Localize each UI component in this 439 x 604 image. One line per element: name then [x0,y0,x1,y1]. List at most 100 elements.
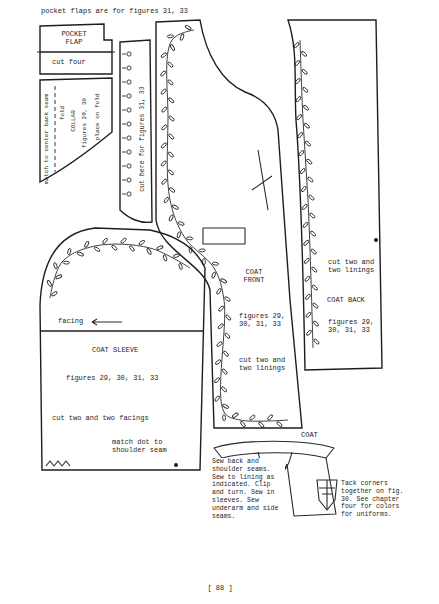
buttonhole-tick [122,166,126,167]
embroidery-leaf [160,70,166,77]
sketch-title: COAT [300,431,330,439]
embroidery-leaf [217,323,224,329]
embroidery-leaf [303,105,310,111]
embroidery-leaf [161,106,167,113]
buttonhole-mark [127,178,131,182]
embroidery-leaf [167,35,174,38]
piece-label: figures 29, 30, 31, 33 [66,374,176,382]
buttonhole-mark [127,66,131,70]
embroidery-leaf [167,61,173,68]
buttonhole-tick [122,124,126,125]
piece-label: facing [58,317,90,325]
embroidery-leaf [168,97,175,103]
embroidery-leaf [309,212,316,218]
embroidery-leaf [302,204,308,211]
pattern-piece: facingCOAT SLEEVE figures 29, 30, 31, 33 c… [36,224,210,474]
embroidery-leaf [313,338,320,344]
embroidery-leaf [168,151,174,158]
embroidery-leaf [161,142,168,148]
embroidery-leaf [276,421,283,427]
embroidery-leaf [77,251,84,256]
pattern-piece: COAT FRONTfigures 29, 30, 31, 33cut two … [152,16,306,432]
piece-label: figures 29, 30, 31, 33 [328,318,376,335]
embroidery-leaf [305,312,311,319]
piece-label: cut two and two linings [328,258,376,275]
embroidery-leaf [111,244,118,250]
embroidery-leaf [161,52,168,58]
tack-note: Tack corners together on fig. 30. See ch… [340,480,412,519]
cut-line [40,228,205,470]
embroidery-leaf [212,262,219,266]
embroidery-leaf [102,238,108,245]
embroidery-leaf [232,412,239,418]
buttonhole-mark [127,52,131,56]
piece-label: POCKET FLAP [56,30,92,47]
match-dot [374,238,378,242]
embroidery-leaf [308,194,315,200]
embroidery-leaf [305,294,311,301]
buttonhole-tick [122,68,126,69]
embroidery-leaf [51,291,58,297]
pattern-piece: cut two and two liningsCOAT BACKfigures … [284,16,386,374]
buttonhole-mark [127,80,131,84]
piece-label: figures 29, 30 [82,98,88,148]
embroidery-leaf [301,186,307,193]
embroidery-leaf [138,240,145,246]
embroidery-leaf [299,168,305,175]
buttonhole-mark [127,136,131,140]
sewing-instructions: Sew back and shoulder seams. Sew to lini… [211,458,285,520]
piece-label: cut four [52,58,108,66]
embroidery-leaf [84,241,90,248]
embroidery-leaf [63,261,69,264]
buttonhole-mark [127,122,131,126]
piece-label: cut two and two facings [52,414,162,422]
embroidery-leaf [170,44,176,51]
buttonhole-mark [127,150,131,154]
embroidery-leaf [258,422,265,428]
embroidery-leaf [310,248,317,254]
embroidery-leaf [53,262,58,269]
embroidery-vine [50,244,190,298]
pattern-piece: POCKET FLAP cut four [36,20,116,78]
embroidery-leaf [304,258,310,265]
embroidery-leaf [298,150,304,157]
embroidery-leaf [161,178,167,185]
embroidery-leaf [94,246,101,252]
embroidery-leaf [120,237,127,243]
embroidery-leaf [306,158,313,164]
embroidery-leaf [249,414,256,420]
embroidery-leaf [312,284,319,290]
piece-label: cut here for figures 31, 33 [140,86,147,191]
buttonhole-tick [122,82,126,83]
embroidery-leaf [222,403,229,409]
embroidery-leaf [156,245,163,250]
embroidery-leaf [267,414,273,421]
embroidery-leaf [214,377,221,383]
pattern-piece: cut here for figures 31, 33 [116,36,156,226]
coat-sketch [287,458,336,516]
cut-line [40,78,112,182]
buttonhole-mark [127,108,131,112]
piece-label: match to center back seam [44,94,50,184]
buttonhole-mark [127,192,131,196]
embroidery-leaf [177,231,181,238]
piece-label: COAT SLEEVE [92,346,172,354]
buttonhole-mark [127,94,131,98]
embroidery-leaf [225,314,231,321]
cut-notch [37,51,115,52]
embroidery-leaf [146,248,152,255]
pocket-mark [203,228,245,244]
embroidery-leaf [220,278,227,284]
piece-label: fold [60,106,66,120]
embroidery-leaf [215,359,222,365]
embroidery-leaf [168,169,175,175]
embroidery-leaf [304,123,311,129]
cut-line [120,40,152,222]
embroidery-leaf [160,160,166,167]
embroidery-leaf [185,25,192,31]
piece-label: COLLAR [71,110,77,132]
embroidery-leaf [311,266,318,272]
embroidery-leaf [211,272,216,279]
tack-sketch [317,480,337,510]
